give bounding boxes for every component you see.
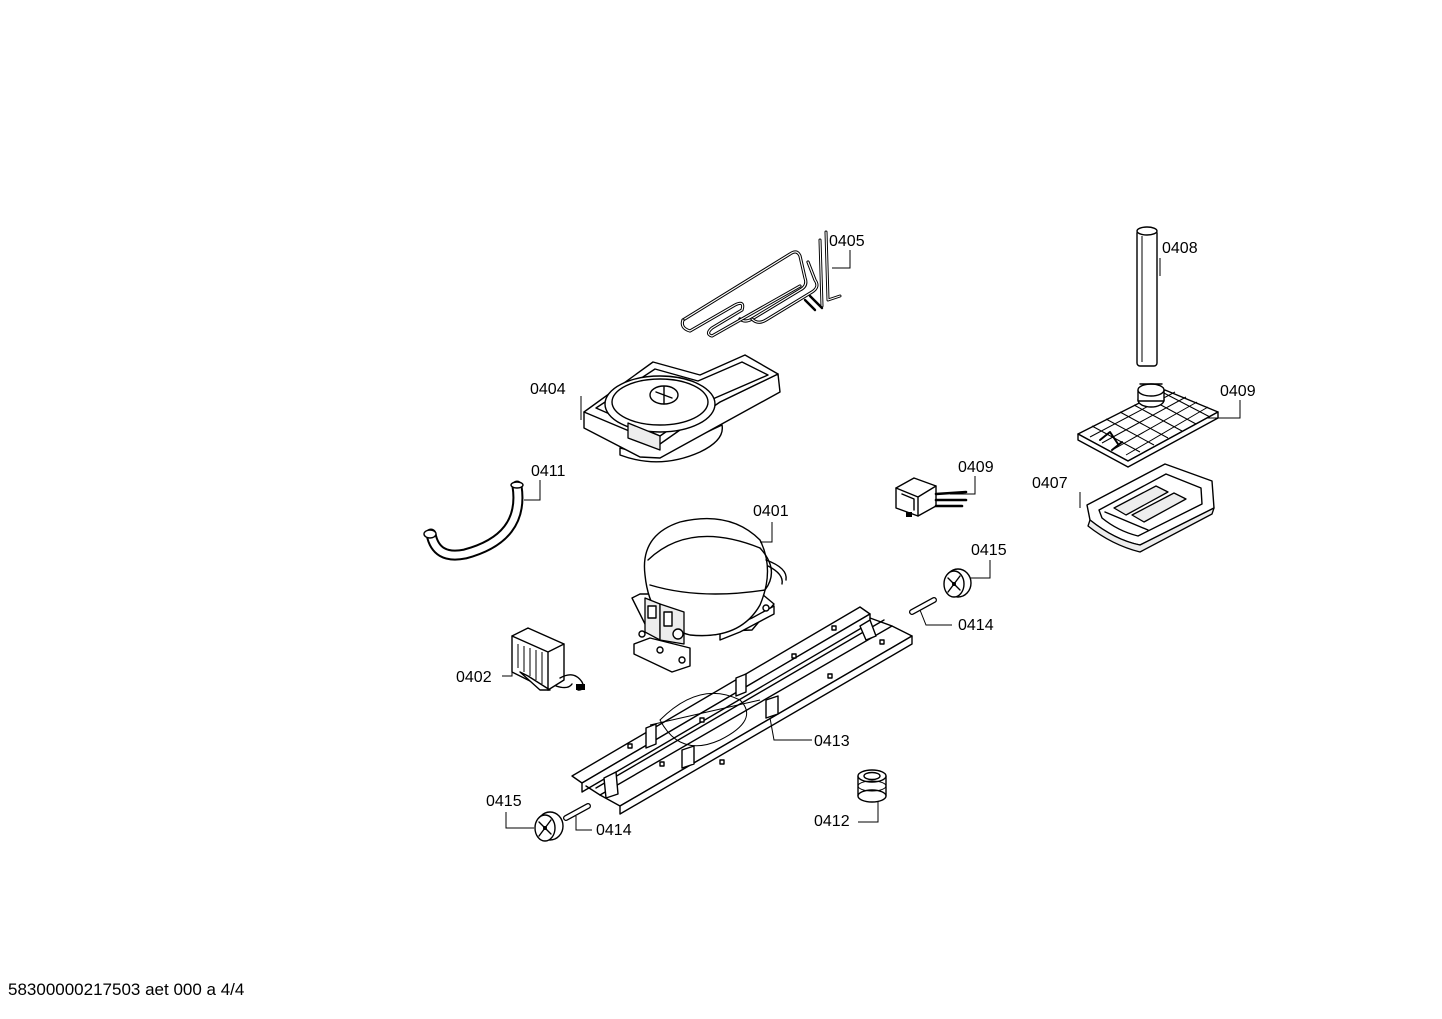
callout-0408: 0408 (1162, 240, 1198, 257)
callout-0405: 0405 (829, 233, 865, 250)
leader-lines (502, 250, 1241, 831)
part-axle-pin-right (909, 597, 937, 615)
callout-0407: 0407 (1032, 475, 1068, 492)
callout-0412: 0412 (814, 813, 850, 830)
part-compressor (631, 517, 787, 673)
callout-0413: 0413 (814, 733, 850, 750)
part-heater-wire (680, 230, 842, 338)
part-evaporation-tray (583, 354, 781, 463)
part-wheel-left (534, 811, 564, 842)
part-electronic-module (511, 627, 585, 691)
part-relay (895, 477, 968, 517)
callout-0401: 0401 (753, 503, 789, 520)
callout-0415-right: 0415 (971, 542, 1007, 559)
part-grille (1077, 383, 1219, 468)
part-base-rail (571, 606, 913, 815)
callout-0411: 0411 (531, 463, 566, 480)
callout-labels: 0405 0408 0404 0409 0411 0409 0407 0401 … (456, 233, 1256, 839)
document-code: 58300000217503 aet 000 a 4/4 (8, 980, 245, 999)
callout-0415-left: 0415 (486, 793, 522, 810)
part-foot (857, 769, 887, 803)
callout-0404: 0404 (530, 381, 566, 398)
callout-0414-left: 0414 (596, 822, 632, 839)
part-cover (1086, 463, 1215, 553)
callout-0409-relay: 0409 (958, 459, 994, 476)
part-hose (423, 480, 524, 561)
part-axle-pin-left (563, 803, 591, 821)
callout-0402: 0402 (456, 669, 492, 686)
part-wheel-right (943, 568, 972, 598)
callout-0409-grille: 0409 (1220, 383, 1256, 400)
callout-0414-right: 0414 (958, 617, 994, 634)
part-rod (1136, 226, 1158, 367)
